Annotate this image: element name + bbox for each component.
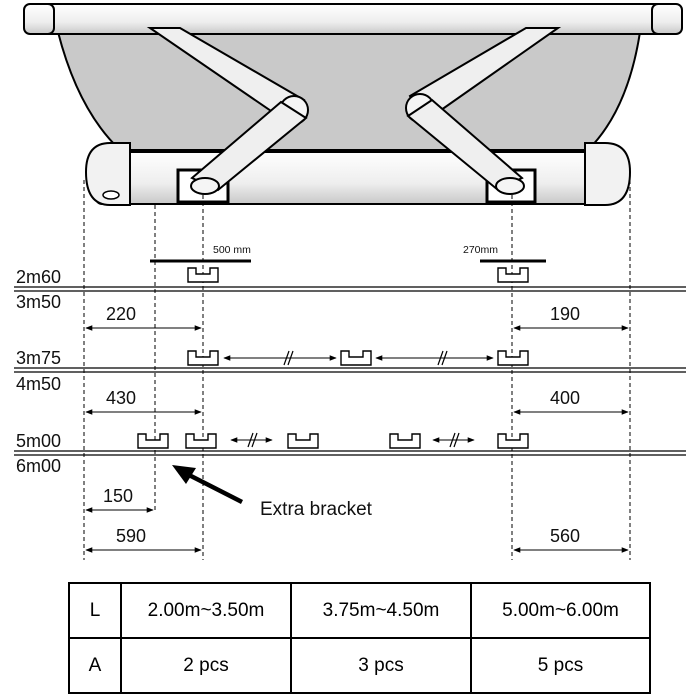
callout-arrow-head (172, 465, 196, 484)
dim-r2-right: 400 (550, 388, 580, 408)
break-mark (247, 432, 258, 448)
bracket-width-label-left: 500 mm (213, 244, 251, 256)
bracket-width-label-right: 270mm (463, 244, 498, 256)
range-1: 2m60 3m50 220 190 (14, 267, 686, 331)
table-cell-length: 5.00m~6.00m (470, 582, 651, 639)
wall-bracket (340, 350, 372, 366)
wall-bracket (187, 350, 219, 366)
range-3-top-label: 5m00 (16, 431, 61, 451)
range-2: 3m75 4m50 430 400 (14, 348, 686, 415)
bracket-quantity-table: L 2.00m~3.50m 3.75m~4.50m 5.00m~6.00m A … (68, 582, 651, 694)
wall-bracket (187, 267, 219, 283)
range-1-bottom-label: 3m50 (16, 292, 61, 312)
awning-illustration (23, 3, 683, 206)
range-1-top-label: 2m60 (16, 267, 61, 287)
cassette-endcap-right (584, 142, 632, 206)
table-cell-amount: 5 pcs (470, 637, 651, 694)
dim-r3-right: 560 (550, 526, 580, 546)
table-cell-amount: 3 pcs (290, 637, 472, 694)
arm-joint-left (190, 177, 220, 195)
wall-bracket (287, 433, 319, 449)
table-row-length: L 2.00m~3.50m 3.75m~4.50m 5.00m~6.00m (68, 582, 651, 639)
range-3-bottom-label: 6m00 (16, 456, 61, 476)
dim-r2-left: 430 (106, 388, 136, 408)
endcap-screw-left (102, 190, 120, 200)
table-header-length: L (68, 582, 122, 639)
awning-fabric (56, 31, 642, 151)
table-cell-amount: 2 pcs (120, 637, 292, 694)
guide-lines (83, 180, 631, 560)
table-header-amount: A (68, 637, 122, 694)
break-mark (283, 350, 294, 366)
folding-arm-right-lower (406, 98, 524, 192)
callout-arrow-shaft (187, 472, 244, 505)
table-cell-length: 3.75m~4.50m (290, 582, 472, 639)
extra-wall-bracket (137, 433, 169, 449)
break-mark (449, 432, 460, 448)
range-2-top-label: 3m75 (16, 348, 61, 368)
range-2-bottom-label: 4m50 (16, 374, 61, 394)
dim-r1-right: 190 (550, 304, 580, 324)
table-row-amount: A 2 pcs 3 pcs 5 pcs (68, 637, 651, 694)
wall-bracket (497, 433, 529, 449)
callout-label: Extra bracket (260, 499, 373, 520)
front-roller-bar (43, 3, 663, 35)
arm-joint-right (495, 177, 525, 195)
dim-r1-left: 220 (106, 304, 136, 324)
table-cell-length: 2.00m~3.50m (120, 582, 292, 639)
dim-r3-extra: 150 (103, 486, 133, 506)
wall-bracket (497, 267, 529, 283)
wall-bracket (389, 433, 421, 449)
extra-bracket-callout: Extra bracket (172, 465, 373, 520)
front-roller-cap-right (651, 3, 683, 35)
cassette-endcap-left (84, 142, 131, 206)
front-roller-cap-left (23, 3, 55, 35)
wall-bracket (497, 350, 529, 366)
range-3: 5m00 6m00 Extra bracket (14, 431, 686, 553)
break-mark (437, 350, 448, 366)
bracket-width-references: 500 mm 270mm (150, 244, 546, 263)
folding-arm-right-upper (408, 27, 562, 124)
dim-r3-left: 590 (116, 526, 146, 546)
cassette-housing (95, 151, 619, 205)
wall-bracket (185, 433, 217, 449)
